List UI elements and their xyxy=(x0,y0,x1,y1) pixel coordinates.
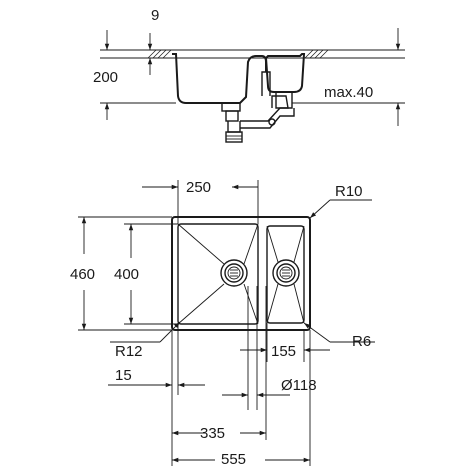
big-bowl-diag-bl xyxy=(177,283,225,325)
dim-200-label: 200 xyxy=(93,69,118,86)
dim-400-label: 400 xyxy=(114,266,139,283)
big-bowl-diag-br xyxy=(243,283,259,325)
dim-555-label: 555 xyxy=(221,451,246,468)
dim-15-label: 15 xyxy=(115,367,132,384)
small-bowl-diag-tr xyxy=(293,225,305,263)
dim-335-label: 335 xyxy=(200,425,225,442)
dim-9-label: 9 xyxy=(151,7,159,24)
dim-r6-label: R6 xyxy=(352,333,371,350)
sink-profile-big-bowl xyxy=(172,53,267,104)
dim-max40-label: max.40 xyxy=(324,84,373,101)
dim-r6-leader xyxy=(303,322,331,343)
dim-r12-leader xyxy=(159,321,181,343)
dim-155-label: 155 xyxy=(271,343,296,360)
sink-outer-outline xyxy=(171,216,311,331)
big-bowl-outline xyxy=(177,223,259,325)
countertop-hatch-right xyxy=(304,49,329,59)
dim-118-label: Ø118 xyxy=(281,377,317,394)
dim-r10-label: R10 xyxy=(335,183,363,200)
big-bowl-drain xyxy=(220,259,248,287)
small-bowl-drain xyxy=(272,259,300,287)
small-bowl-diag-tl xyxy=(266,225,279,263)
big-bowl-diag-tl xyxy=(177,223,225,265)
countertop-hatch-left xyxy=(147,49,172,59)
small-bowl-diag-br xyxy=(293,283,305,324)
drain-assembly xyxy=(221,71,295,143)
side-view: 9 200 max.40 xyxy=(93,7,405,143)
dim-r12-label: R12 xyxy=(115,343,143,360)
sink-profile-small-bowl xyxy=(264,53,306,93)
small-bowl-outline xyxy=(266,225,305,324)
big-bowl-diag-tr xyxy=(243,223,259,265)
dim-250-label: 250 xyxy=(186,179,211,196)
small-bowl-diag-bl xyxy=(266,283,279,324)
dim-460-label: 460 xyxy=(70,266,95,283)
top-view: 250 R10 460 400 R12 R6 155 xyxy=(70,179,375,468)
dim-r10-leader xyxy=(309,199,331,219)
